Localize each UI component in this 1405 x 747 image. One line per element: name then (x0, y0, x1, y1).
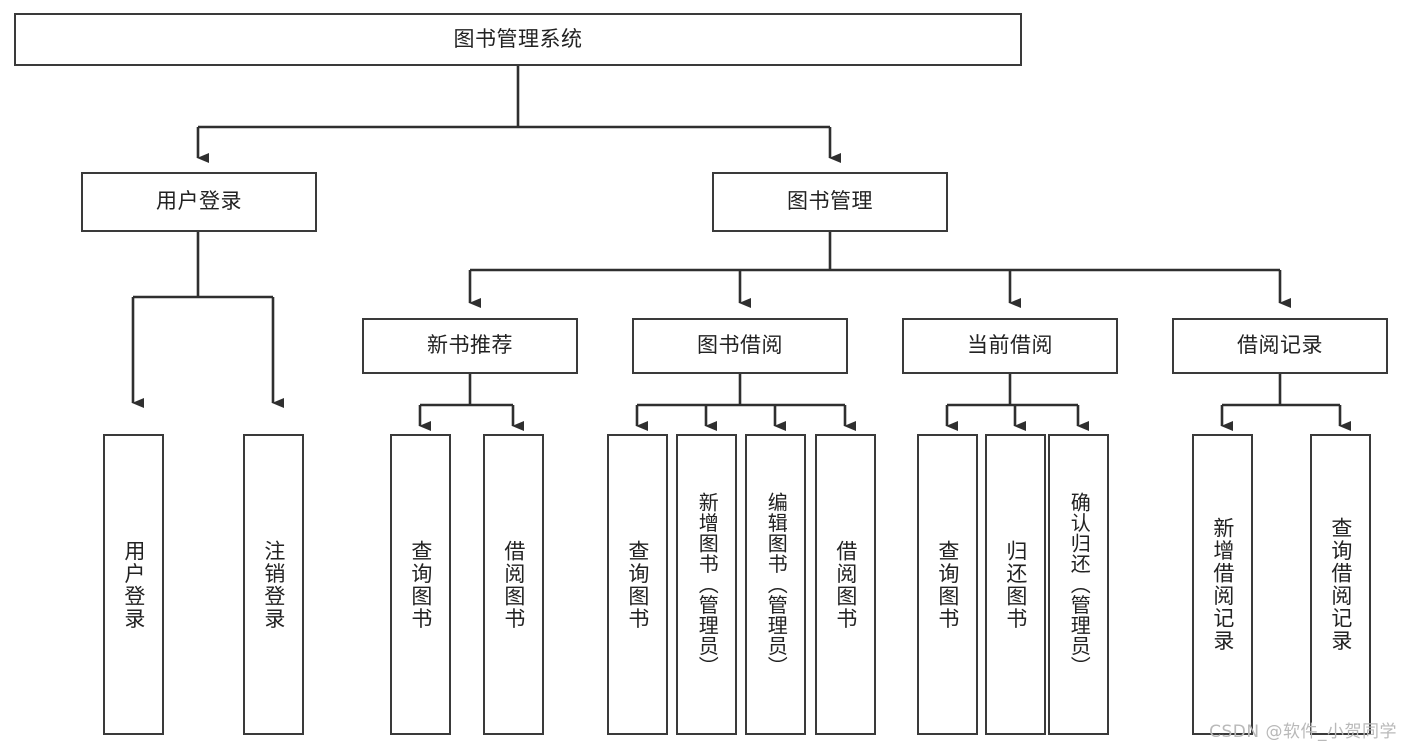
leaf-current-query[interactable]: 查询图书 (917, 434, 978, 735)
node-current-borrow[interactable]: 当前借阅 (902, 318, 1118, 374)
leaf-new-book-borrow[interactable]: 借阅图书 (483, 434, 544, 735)
leaf-borrow-query[interactable]: 查询图书 (607, 434, 668, 735)
leaf-current-confirm-return[interactable]: 确认归还（管理员） (1048, 434, 1109, 735)
watermark-text: CSDN @软件_小贺同学 (1209, 722, 1397, 742)
leaf-borrow-query-label: 查询图书 (625, 539, 650, 630)
node-book-management-label: 图书管理 (787, 189, 873, 214)
leaf-current-return[interactable]: 归还图书 (985, 434, 1046, 735)
leaf-current-confirm-return-label: 确认归还（管理员） (1067, 492, 1092, 677)
leaf-borrow-add-book[interactable]: 新增图书（管理员） (676, 434, 737, 735)
node-borrow-records[interactable]: 借阅记录 (1172, 318, 1388, 374)
node-book-management[interactable]: 图书管理 (712, 172, 948, 232)
leaf-user-login-signout[interactable]: 注销登录 (243, 434, 304, 735)
leaf-borrow-lend-book[interactable]: 借阅图书 (815, 434, 876, 735)
leaf-records-add[interactable]: 新增借阅记录 (1192, 434, 1253, 735)
leaf-new-book-query-label: 查询图书 (408, 539, 433, 630)
node-new-book-recommend-label: 新书推荐 (427, 333, 513, 358)
leaf-current-query-label: 查询图书 (935, 539, 960, 630)
node-new-book-recommend[interactable]: 新书推荐 (362, 318, 578, 374)
leaf-records-query-label: 查询借阅记录 (1328, 517, 1353, 652)
leaf-current-return-label: 归还图书 (1003, 539, 1028, 630)
node-root-label: 图书管理系统 (453, 26, 583, 51)
leaf-borrow-edit-book-label: 编辑图书（管理员） (764, 492, 789, 677)
node-book-borrow-label: 图书借阅 (697, 333, 783, 358)
leaf-user-login-signin[interactable]: 用户登录 (103, 434, 164, 735)
leaf-user-login-signin-label: 用户登录 (121, 539, 146, 630)
node-borrow-records-label: 借阅记录 (1237, 333, 1323, 358)
leaf-borrow-add-book-label: 新增图书（管理员） (695, 492, 720, 677)
leaf-new-book-query[interactable]: 查询图书 (390, 434, 451, 735)
node-user-login[interactable]: 用户登录 (81, 172, 317, 232)
node-current-borrow-label: 当前借阅 (967, 333, 1053, 358)
leaf-records-query[interactable]: 查询借阅记录 (1310, 434, 1371, 735)
leaf-borrow-edit-book[interactable]: 编辑图书（管理员） (745, 434, 806, 735)
leaf-records-add-label: 新增借阅记录 (1210, 517, 1235, 652)
node-user-login-label: 用户登录 (156, 189, 242, 214)
leaf-borrow-lend-book-label: 借阅图书 (833, 539, 858, 630)
leaf-new-book-borrow-label: 借阅图书 (501, 539, 526, 630)
node-root[interactable]: 图书管理系统 (14, 13, 1022, 66)
leaf-user-login-signout-label: 注销登录 (261, 539, 286, 630)
node-book-borrow[interactable]: 图书借阅 (632, 318, 848, 374)
